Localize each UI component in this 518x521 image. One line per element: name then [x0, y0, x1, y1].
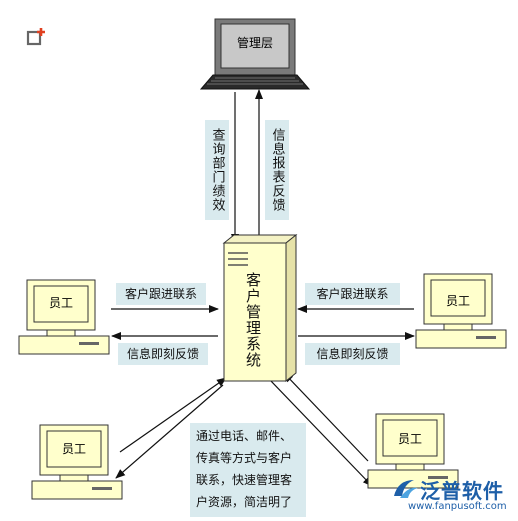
- desktop-computer-icon: [367, 413, 459, 489]
- note-line: 联系，快速管理客: [196, 473, 293, 487]
- server-label: 客户管理系统: [244, 272, 262, 368]
- note-line: 户资源，简洁明了: [196, 495, 293, 509]
- employee-label-right-bottom: 员工: [397, 432, 422, 446]
- brand-name: 泛普软件: [420, 479, 504, 503]
- employee-label-left-top: 员工: [48, 296, 73, 310]
- desktop-computer-icon: [18, 279, 110, 355]
- server-icon: [222, 233, 298, 383]
- label-query-performance: 查询部门绩效: [205, 120, 229, 220]
- arrow-bl-down: [115, 384, 224, 479]
- label-right-feedback: 信息即刻反馈: [305, 343, 400, 365]
- brand-logo-icon: [394, 480, 418, 498]
- desktop-computer-icon: [415, 273, 507, 349]
- manager-label: 管理层: [236, 36, 273, 50]
- note-line: 传真等方式与客户: [196, 451, 293, 465]
- add-window-icon: [26, 28, 45, 46]
- brand-url: www.fanpusoft.com: [408, 501, 507, 512]
- description-note: 通过电话、邮件、 传真等方式与客户 联系，快速管理客 户资源，简洁明了: [190, 423, 306, 517]
- label-right-follow: 客户跟进联系: [305, 283, 400, 305]
- arrow-bl-up: [119, 377, 227, 453]
- label-left-feedback: 信息即刻反馈: [118, 343, 208, 365]
- employee-label-left-bottom: 员工: [61, 442, 86, 456]
- label-report-feedback: 信息报表反馈: [265, 120, 289, 220]
- label-left-follow: 客户跟进联系: [116, 283, 206, 305]
- arrow-br-down: [269, 379, 373, 487]
- desktop-computer-icon: [31, 424, 123, 500]
- arrow-br-up: [283, 372, 369, 462]
- employee-label-right-top: 员工: [445, 294, 470, 308]
- note-line: 通过电话、邮件、: [196, 429, 293, 443]
- laptop-icon: [199, 18, 311, 90]
